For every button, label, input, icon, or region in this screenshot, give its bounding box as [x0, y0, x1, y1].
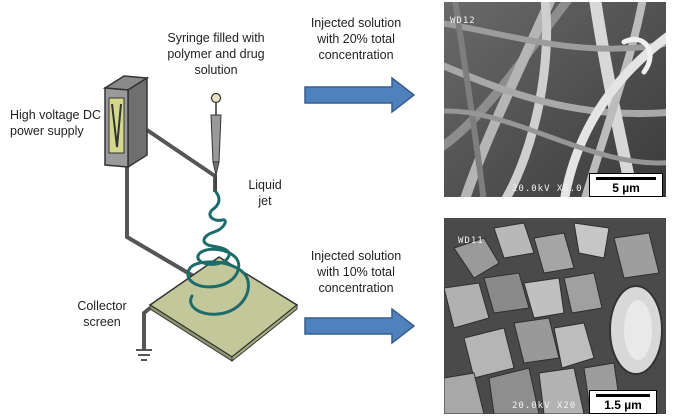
- arrow-to-bottom-image: [304, 307, 416, 345]
- sem-top-info: 20.0kV X6.0: [512, 184, 583, 194]
- ground-icon: [136, 349, 152, 361]
- particle-texture: [444, 218, 666, 414]
- arrow-to-top-image: [304, 76, 416, 114]
- scale-bar-bottom: 1.5 µm: [589, 390, 657, 414]
- fiber-texture: [444, 2, 666, 197]
- liquid-jet: [186, 190, 250, 316]
- sem-bottom-wd: WD11: [458, 236, 484, 246]
- scale-bar-top: 5 µm: [589, 173, 663, 197]
- collector-screen: [148, 256, 299, 363]
- power-supply-box: [102, 75, 150, 169]
- sem-bottom-info: 20.0kV X20: [512, 401, 577, 411]
- sem-top-wd: WD12: [450, 16, 476, 26]
- sem-image-particles: WD11 20.0kV X20 1.5 µm: [444, 218, 666, 414]
- circuit-wires: [125, 128, 217, 350]
- syringe: [210, 92, 222, 192]
- sem-image-fibers: WD12 20.0kV X6.0 5 µm: [444, 2, 666, 197]
